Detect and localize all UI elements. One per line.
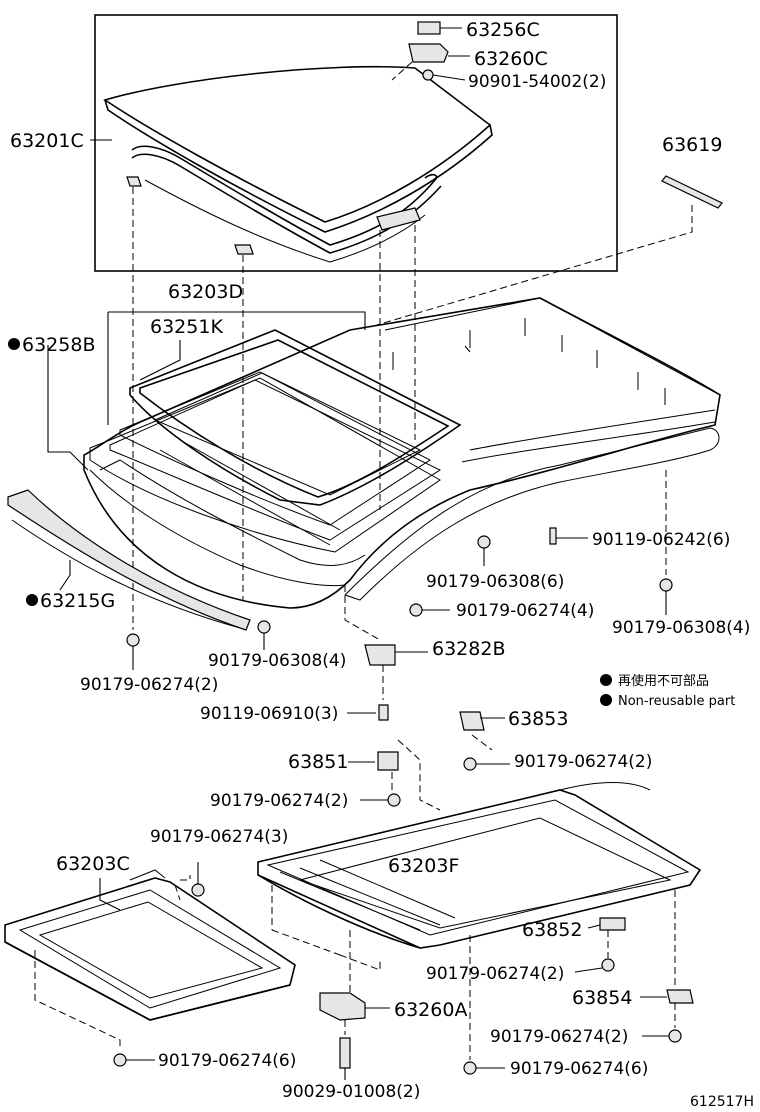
- part-63215G-shape: [7, 489, 251, 631]
- label-90179-06274-3: 90179-06274(3): [150, 827, 288, 847]
- non-reusable-icon: [8, 338, 20, 350]
- clip-90179-06274-2d-shape: [601, 958, 615, 972]
- label-63854: 63854: [572, 987, 632, 1009]
- roof-opening-frame: [109, 329, 462, 546]
- glass-clip-bottom: [234, 244, 254, 255]
- label-90119-06910: 90119-06910(3): [200, 704, 338, 724]
- label-90179-06274-2e: 90179-06274(2): [490, 1027, 628, 1047]
- part-63852-shape: [599, 917, 626, 931]
- label-63619: 63619: [662, 134, 722, 156]
- label-90179-06274-2b: 90179-06274(2): [514, 752, 652, 772]
- label-90179-06308-4b: 90179-06308(4): [612, 618, 750, 638]
- clip-90179-06274-2c-shape: [387, 793, 401, 807]
- drain-hose-outline: [89, 377, 441, 553]
- glass-clip-left: [126, 176, 142, 187]
- glass-clip-right: [376, 207, 421, 231]
- part-63854-shape: [666, 989, 694, 1004]
- screw-90901-shape: [422, 69, 434, 81]
- part-63851-shape: [377, 751, 399, 771]
- frame-63203C: [4, 869, 296, 1021]
- label-63282B: 63282B: [432, 638, 505, 660]
- label-63256C: 63256C: [466, 19, 540, 41]
- label-63260C: 63260C: [474, 48, 548, 70]
- clip-90179-06274-6b-shape: [463, 1061, 477, 1075]
- label-90179-06274-4: 90179-06274(4): [456, 601, 594, 621]
- clip-90179-06274-4-shape: [409, 603, 423, 617]
- clip-90179-06274-2-shape: [126, 633, 140, 647]
- non-reusable-icon: [600, 694, 612, 706]
- label-90119-06242: 90119-06242(6): [592, 530, 730, 550]
- label-90029-01008: 90029-01008(2): [282, 1082, 420, 1102]
- screw-90029-01008-shape: [339, 1037, 351, 1069]
- bolt-90119-06242-shape: [549, 527, 557, 545]
- label-63260A: 63260A: [394, 999, 467, 1021]
- part-63260A-shape: [319, 992, 366, 1021]
- label-90901-54002: 90901-54002(2): [468, 72, 606, 92]
- clip-90179-06274-3-shape: [191, 883, 205, 897]
- label-63203F: 63203F: [388, 855, 459, 877]
- diagram-reference-number: 612517H: [690, 1094, 754, 1110]
- label-63258B: 63258B: [22, 334, 95, 356]
- label-63203C: 63203C: [56, 853, 130, 875]
- label-90179-06274-2a: 90179-06274(2): [80, 675, 218, 695]
- label-90179-06274-6a: 90179-06274(6): [158, 1051, 296, 1071]
- legend-jp: 再使用不可部品: [618, 673, 709, 689]
- clip-90179-06274-6a-shape: [113, 1053, 127, 1067]
- label-63852: 63852: [522, 919, 582, 941]
- label-63215G: 63215G: [40, 590, 115, 612]
- frame-63203F: [257, 782, 702, 949]
- label-90179-06308-4a: 90179-06308(4): [208, 651, 346, 671]
- glass-panel: [103, 65, 493, 233]
- roof-side-gasket: [344, 427, 720, 601]
- glass-group-box: [94, 14, 618, 272]
- label-90179-06274-2d: 90179-06274(2): [426, 964, 564, 984]
- bolt-90119-06910-shape: [378, 704, 389, 721]
- non-reusable-icon: [26, 594, 38, 606]
- label-63851: 63851: [288, 751, 348, 773]
- clip-90179-06308-4b-shape: [659, 578, 673, 592]
- non-reusable-icon: [600, 674, 612, 686]
- roof-bolts: [392, 318, 666, 405]
- label-90179-06308-6: 90179-06308(6): [426, 572, 564, 592]
- label-63251K: 63251K: [150, 316, 223, 338]
- label-63203D: 63203D: [168, 281, 243, 303]
- part-63260C-shape: [408, 43, 449, 63]
- label-63853: 63853: [508, 708, 568, 730]
- clip-90179-06308-6-shape: [477, 535, 491, 549]
- part-63256C-shape: [417, 21, 441, 35]
- part-63282B-shape: [364, 644, 396, 666]
- part-63619-shape: [661, 175, 723, 209]
- label-90179-06274-2c: 90179-06274(2): [210, 791, 348, 811]
- legend-en: Non-reusable part: [618, 694, 735, 709]
- clip-90179-06274-2e-shape: [668, 1029, 682, 1043]
- label-90179-06274-6b: 90179-06274(6): [510, 1059, 648, 1079]
- part-63853-shape: [459, 711, 485, 731]
- clip-90179-06274-2b-shape: [463, 757, 477, 771]
- clip-90179-06308-4a-shape: [257, 620, 271, 634]
- label-63201C: 63201C: [10, 130, 84, 152]
